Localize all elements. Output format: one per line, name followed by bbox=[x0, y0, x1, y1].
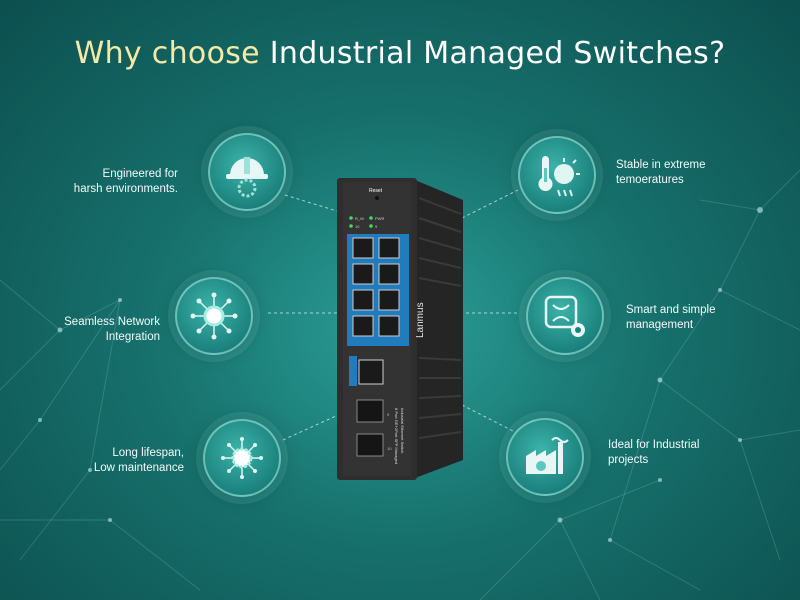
led-label: 10 bbox=[355, 224, 360, 229]
brand-logo: Lanmus bbox=[415, 302, 426, 338]
factory-icon bbox=[526, 437, 569, 474]
feature-circle-industrial bbox=[506, 418, 584, 496]
smart-management-icon bbox=[544, 295, 585, 337]
sfp-label: 9 bbox=[387, 412, 390, 417]
status-leds: R_W PWR 10 9 bbox=[349, 216, 384, 229]
feature-label-line: projects bbox=[608, 454, 649, 466]
feature-label-management: Smart and simple management bbox=[626, 303, 776, 333]
feature-circle-integration bbox=[175, 277, 253, 355]
feature-label-line: management bbox=[626, 319, 694, 331]
industrial-switch-device: Reset R_W PWR 10 9 9 10 Lanmus Industria… bbox=[337, 178, 463, 480]
feature-label-line: Integration bbox=[105, 331, 160, 343]
feature-label-line: temoeratures bbox=[616, 174, 684, 186]
feature-label-line: Smart and simple bbox=[626, 304, 716, 316]
feature-circle-lifespan bbox=[203, 419, 281, 497]
network-hub-icon bbox=[190, 292, 238, 340]
feature-circle-management bbox=[526, 277, 604, 355]
feature-label-lifespan: Long lifespan, Low maintenance bbox=[30, 446, 184, 476]
feature-label-line: harsh environments. bbox=[73, 183, 178, 195]
device-model-text: Industrial Ethernet Switch bbox=[400, 408, 405, 453]
feature-circle-temperature bbox=[518, 136, 596, 214]
feature-label-line: Long lifespan, bbox=[112, 447, 184, 459]
device-model-text: 8 Port GE+2Port SFP Managed bbox=[394, 408, 399, 464]
hard-hat-gear-icon bbox=[226, 157, 268, 198]
ethernet-ports bbox=[352, 237, 400, 337]
feature-label-line: Low maintenance bbox=[93, 462, 184, 474]
reset-label: Reset bbox=[369, 188, 383, 194]
thermometer-icon bbox=[538, 156, 580, 197]
feature-label-integration: Seamless Network Integration bbox=[20, 315, 160, 345]
sfp-label: 10 bbox=[387, 446, 392, 451]
sfp-port bbox=[356, 399, 384, 423]
feature-circle-harsh bbox=[208, 133, 286, 211]
page-title: Why choose Industrial Managed Switches? bbox=[0, 36, 800, 71]
console-port bbox=[358, 359, 384, 385]
feature-label-line: Ideal for Industrial bbox=[608, 439, 700, 451]
gear-lifespan-icon bbox=[221, 437, 263, 479]
feature-label-line: Seamless Network bbox=[64, 316, 160, 328]
feature-label-industrial: Ideal for Industrial projects bbox=[608, 438, 758, 468]
title-rest: Industrial Managed Switches? bbox=[259, 36, 726, 71]
led-label: R_W bbox=[355, 216, 364, 221]
led-label: PWR bbox=[375, 216, 384, 221]
feature-label-line: Stable in extreme bbox=[616, 159, 706, 171]
feature-label-line: Engineered for bbox=[102, 168, 178, 180]
sfp-port bbox=[356, 433, 384, 457]
title-highlight: Why choose bbox=[74, 36, 260, 71]
feature-label-temperature: Stable in extreme temoeratures bbox=[616, 158, 766, 188]
reset-button[interactable] bbox=[375, 196, 379, 200]
led-label: 9 bbox=[375, 224, 378, 229]
feature-label-harsh: Engineered for harsh environments. bbox=[30, 167, 178, 197]
